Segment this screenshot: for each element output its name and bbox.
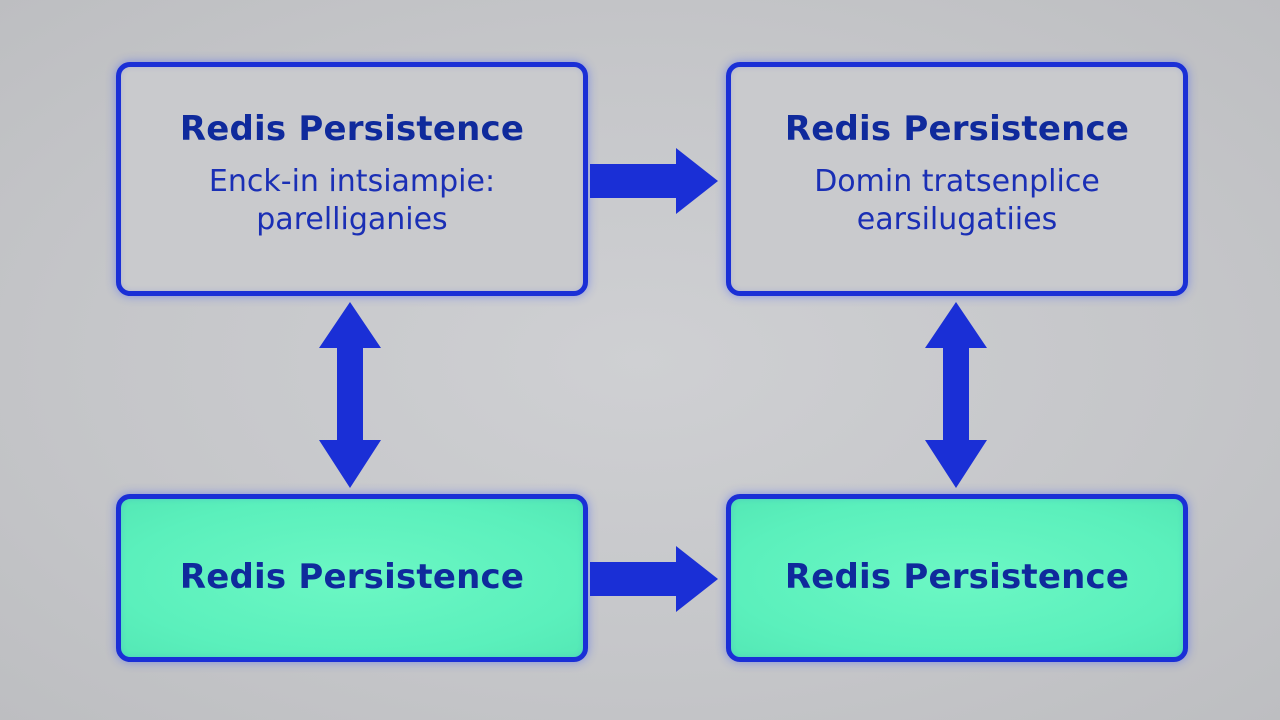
node-description: Enck-in intsiampie: parelliganies — [209, 163, 495, 238]
node-title: Redis Persistence — [179, 557, 525, 598]
node-title: Redis Persistence — [179, 108, 525, 149]
node-top-left: Redis Persistence Enck-in intsiampie: pa… — [116, 62, 588, 296]
node-top-right: Redis Persistence Domin tratsenplice ear… — [726, 62, 1188, 296]
node-description-line: earsilugatiies — [856, 201, 1058, 237]
arrow-right-bidirectional — [925, 302, 987, 488]
arrow-left-bidirectional — [319, 302, 381, 488]
node-title: Redis Persistence — [784, 557, 1130, 598]
arrow-top-left-to-top-right — [590, 148, 718, 214]
node-description-line: Domin tratsenplice — [814, 164, 1100, 200]
node-description: Domin tratsenplice earsilugatiies — [814, 163, 1100, 238]
node-title: Redis Persistence — [784, 108, 1130, 149]
node-description-line: Enck-in intsiampie: — [208, 164, 496, 200]
node-bottom-left: Redis Persistence — [116, 494, 588, 662]
node-bottom-right: Redis Persistence — [726, 494, 1188, 662]
node-description-line: parelliganies — [256, 201, 448, 237]
arrow-bottom-left-to-bottom-right — [590, 546, 718, 612]
